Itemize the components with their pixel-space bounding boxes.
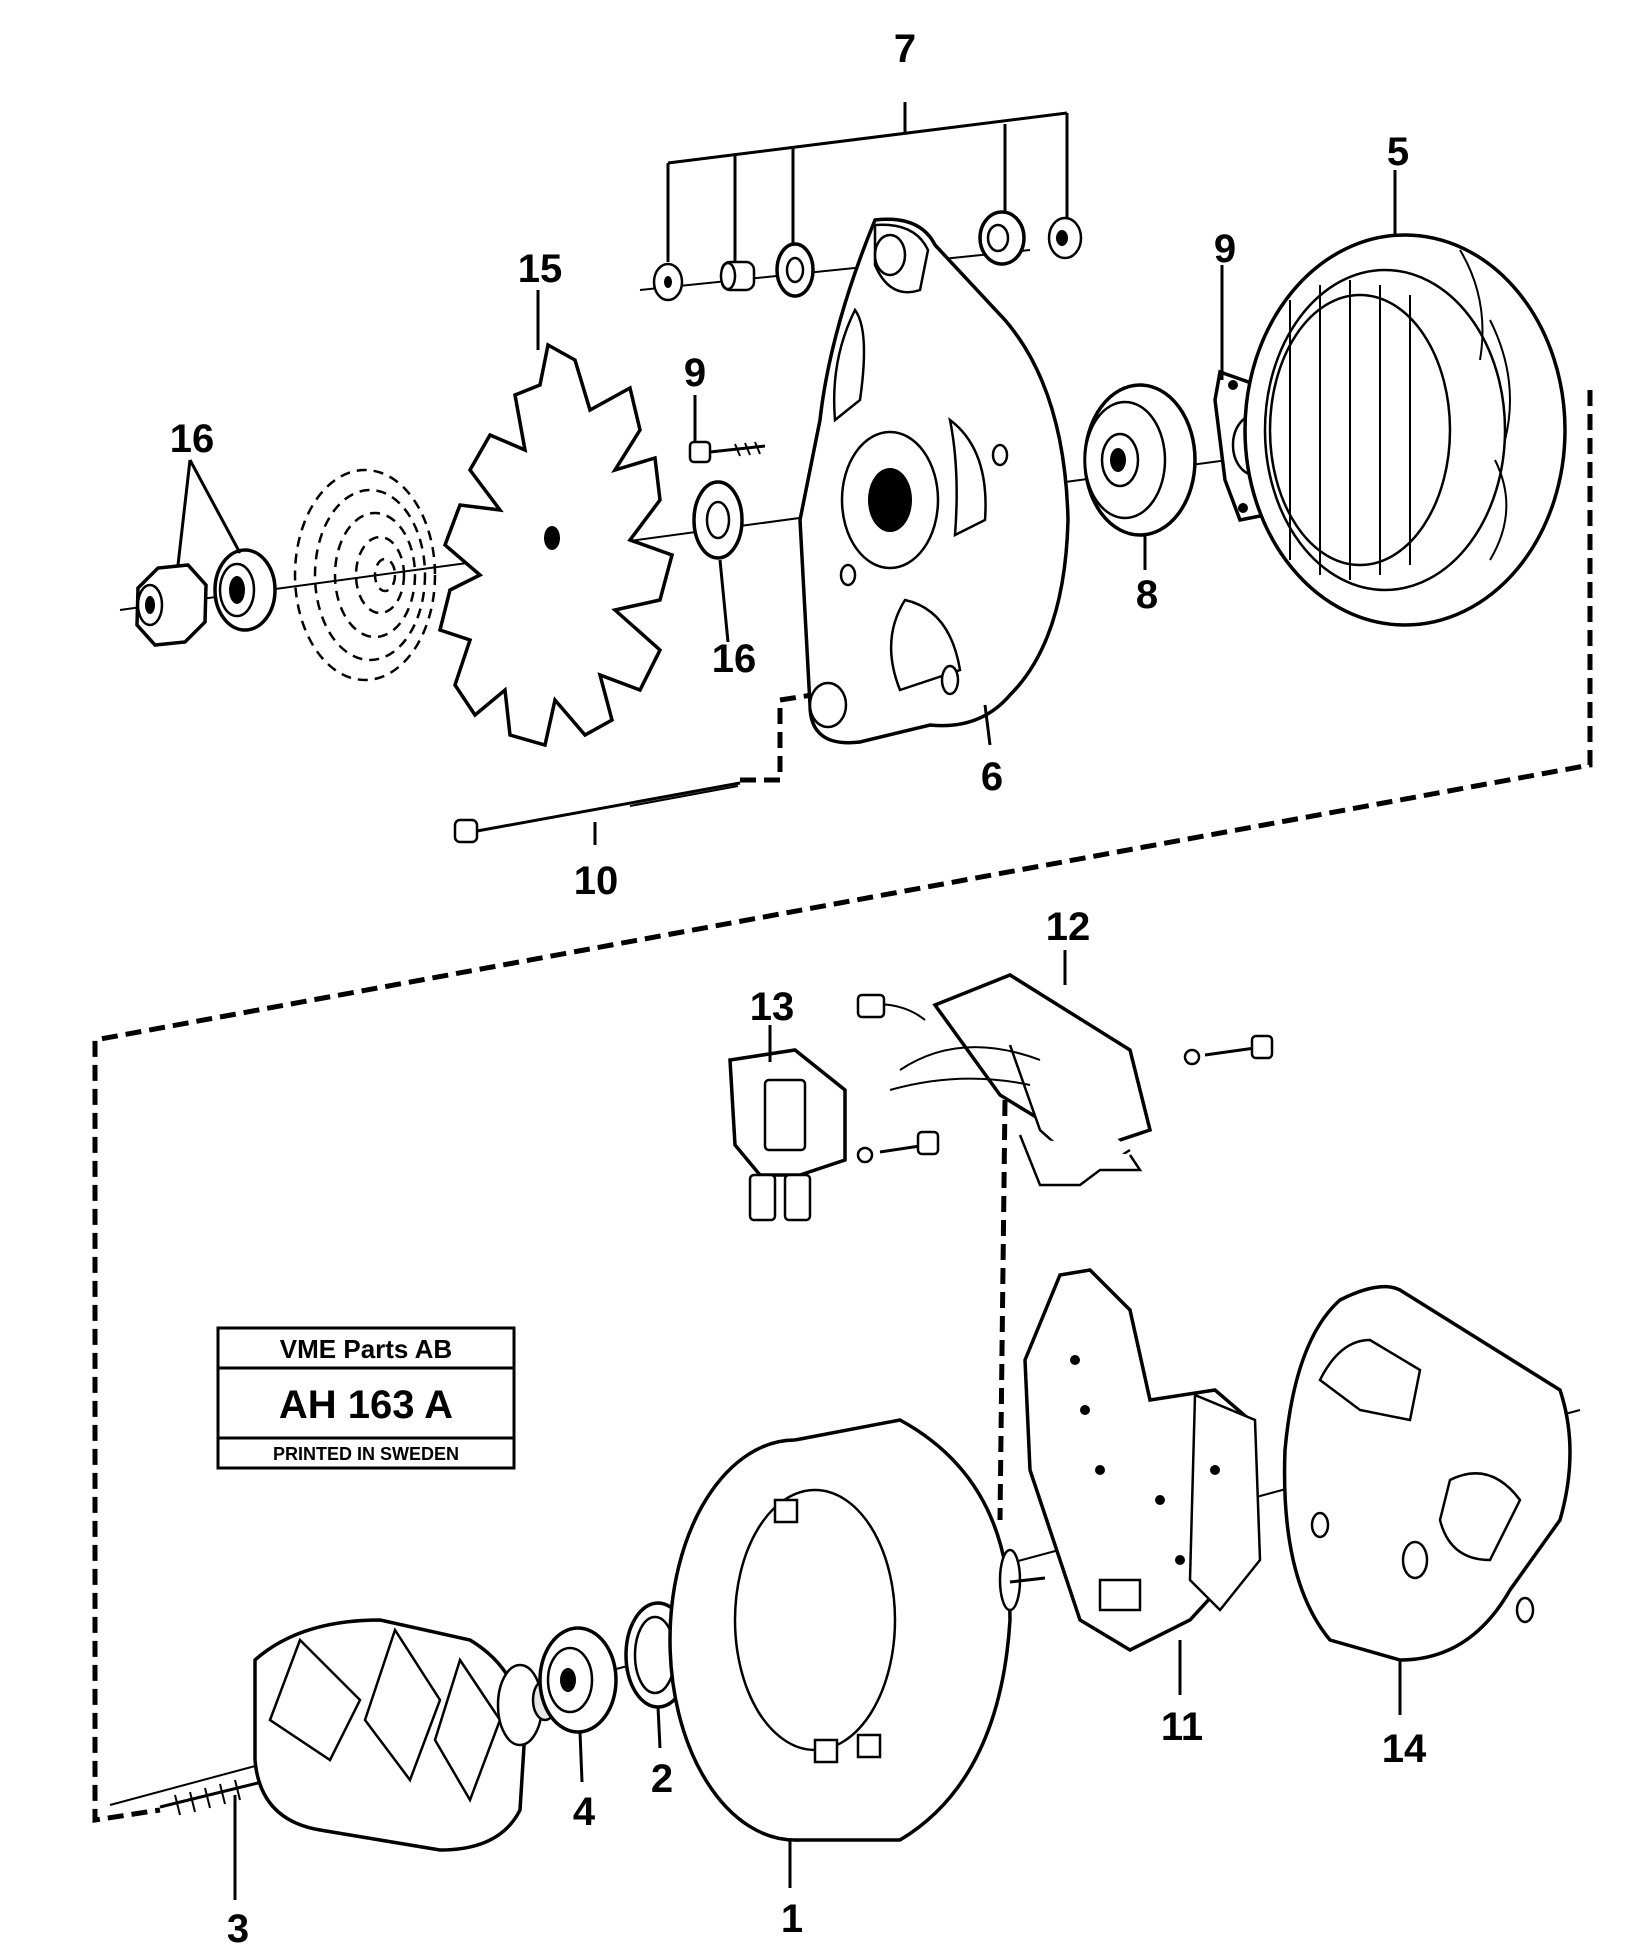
part-10-through-bolt (453, 781, 741, 844)
title-block: VME Parts AB AH 163 A PRINTED IN SWEDEN (216, 1326, 516, 1470)
part-12-regulator (856, 973, 1153, 1187)
callout-16-mid: 16 (712, 637, 757, 681)
part-12-screw (1183, 1034, 1274, 1066)
part-16-washer-left (213, 548, 277, 632)
callout-7: 7 (894, 27, 916, 71)
callout-9-right: 9 (1214, 227, 1236, 271)
callout-4: 4 (573, 1790, 596, 1834)
callout-9-left: 9 (684, 351, 706, 395)
pulley-ghost (293, 468, 437, 682)
callout-14: 14 (1382, 1727, 1427, 1771)
title-block-company: VME Parts AB (280, 1334, 452, 1364)
part-13-brush-holder (728, 1048, 940, 1222)
part-15-fan (437, 342, 675, 748)
callout-5: 5 (1387, 130, 1409, 174)
callout-12: 12 (1046, 905, 1091, 949)
callout-1: 1 (781, 1897, 803, 1941)
callout-6: 6 (981, 755, 1003, 799)
callout-labels: 7 5 9 15 9 16 8 16 6 10 12 13 14 4 2 11 … (170, 27, 1427, 1951)
callout-16-left: 16 (170, 417, 215, 461)
leader-lines (176, 102, 1402, 1900)
callout-10: 10 (574, 859, 619, 903)
callout-2: 2 (651, 1757, 673, 1801)
part-6-drive-end-bracket (798, 217, 1070, 745)
part-11-rectifier (1023, 1268, 1262, 1652)
title-block-printed: PRINTED IN SWEDEN (273, 1444, 459, 1464)
part-16-washer-mid (692, 480, 744, 560)
part-14-cover (1282, 1284, 1572, 1662)
callout-15: 15 (518, 247, 563, 291)
title-block-code: AH 163 A (279, 1383, 453, 1427)
callout-13: 13 (750, 985, 795, 1029)
part-3-rotor (159, 1618, 559, 1852)
callout-3: 3 (227, 1907, 249, 1951)
part-4-bearing (538, 1626, 618, 1734)
callout-11: 11 (1161, 1705, 1203, 1749)
part-1-housing (668, 1418, 1046, 1842)
dashed-assembly-guide (92, 390, 1593, 1823)
part-7-bushings (652, 210, 1083, 302)
part-8-bearing (1083, 383, 1197, 537)
part-16-nut (135, 563, 208, 647)
part-9-screw (688, 440, 766, 464)
callout-8: 8 (1136, 573, 1158, 617)
part-5-stator (1243, 233, 1567, 627)
